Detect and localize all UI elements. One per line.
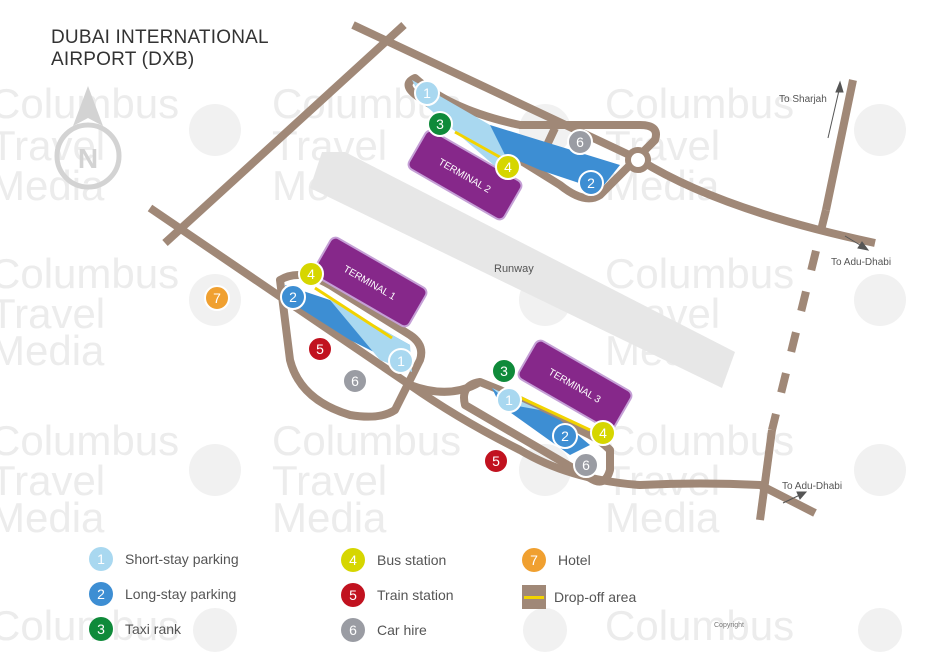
watermark-word-1g: Columbus — [272, 417, 461, 464]
legend-label-car-hire: Car hire — [377, 622, 427, 638]
marker-t3-long-stay[interactable]: 2 — [552, 423, 578, 449]
terminal-3[interactable]: TERMINAL 3 — [516, 338, 633, 431]
marker-t1-long-stay[interactable]: 2 — [280, 284, 306, 310]
arrow-sharjah-icon — [827, 85, 841, 139]
legend-label-hotel: Hotel — [558, 552, 591, 568]
svg-text:6: 6 — [576, 134, 584, 150]
north-arrow-icon: N — [54, 86, 122, 190]
marker-t2-car-hire[interactable]: 6 — [567, 129, 593, 155]
svg-text:5: 5 — [492, 453, 500, 469]
legend-badge-2: 2 — [89, 582, 113, 606]
legend-badge-5: 5 — [341, 583, 365, 607]
legend-item-car-hire: 6 Car hire — [341, 618, 427, 642]
marker-t2-bus[interactable]: 4 — [495, 154, 521, 180]
legend-badge-4: 4 — [341, 548, 365, 572]
to-abu-dhabi-lower-label: To Adu-Dhabi — [782, 481, 842, 492]
watermark-word-3g: Media — [272, 494, 387, 541]
watermark-word-1e: Columbus — [605, 250, 794, 297]
svg-text:2: 2 — [561, 428, 569, 444]
watermark-word-2: Travel — [0, 122, 105, 169]
marker-t2-long-stay[interactable]: 2 — [578, 170, 604, 196]
t2-short-stay-area — [412, 80, 520, 175]
map-markers: 1 3 4 6 2 4 2 7 5 1 6 3 1 2 4 6 5 — [204, 80, 616, 478]
dropoff-swatch-icon — [522, 585, 546, 609]
legend-item-train-station: 5 Train station — [341, 583, 454, 607]
marker-t3-car-hire[interactable]: 6 — [573, 452, 599, 478]
watermark-word-1d: Columbus — [0, 250, 179, 297]
runway-label: Runway — [494, 263, 534, 275]
map-title: DUBAI INTERNATIONAL AIRPORT (DXB) — [51, 27, 269, 71]
watermark-word-2d: Travel — [0, 290, 105, 337]
arrow-abu-dhabi-upper-head-icon — [857, 241, 870, 251]
svg-text:3: 3 — [436, 116, 444, 132]
roundabout — [625, 147, 651, 173]
map-title-line-2: AIRPORT (DXB) — [51, 49, 195, 70]
legend-label-bus-station: Bus station — [377, 552, 447, 568]
copyright: Copyright — [714, 622, 744, 629]
map-title-line-1: DUBAI INTERNATIONAL — [51, 27, 269, 48]
legend-badge-1: 1 — [89, 547, 113, 571]
legend-badge-7: 7 — [522, 548, 546, 572]
legend-item-bus-station: 4 Bus station — [341, 548, 446, 572]
legend-item-taxi-rank: 3 Taxi rank — [89, 617, 181, 641]
legend-badge-3: 3 — [89, 617, 113, 641]
watermark-word-3d: Media — [0, 327, 105, 374]
marker-t1-bus[interactable]: 4 — [298, 261, 324, 287]
watermark-word-1h: Columbus — [605, 417, 794, 464]
legend-label-long-stay: Long-stay parking — [125, 586, 237, 602]
svg-text:2: 2 — [587, 175, 595, 191]
marker-t1-train[interactable]: 5 — [307, 336, 333, 362]
svg-text:4: 4 — [504, 159, 512, 175]
watermark-word-1c: Columbus — [605, 80, 794, 127]
marker-t2-taxi[interactable]: 3 — [427, 111, 453, 137]
legend-label-short-stay: Short-stay parking — [125, 551, 239, 567]
watermark-word-1j: Columbus — [605, 602, 794, 649]
arrow-sharjah-head-icon — [835, 80, 844, 93]
compass-label: N — [78, 143, 98, 174]
svg-text:6: 6 — [582, 457, 590, 473]
marker-t2-short-stay[interactable]: 1 — [414, 80, 440, 106]
marker-t1-short-stay[interactable]: 1 — [388, 348, 414, 374]
watermark-word-2f: Travel — [0, 457, 105, 504]
marker-t1-car-hire[interactable]: 6 — [342, 368, 368, 394]
legend-item-short-stay: 1 Short-stay parking — [89, 547, 239, 571]
svg-text:1: 1 — [423, 85, 431, 101]
marker-t3-taxi[interactable]: 3 — [491, 358, 517, 384]
svg-text:1: 1 — [505, 392, 513, 408]
svg-text:5: 5 — [316, 341, 324, 357]
marker-t3-short-stay[interactable]: 1 — [496, 387, 522, 413]
arrow-abu-dhabi-lower-head-icon — [796, 491, 808, 500]
legend-label-train-station: Train station — [377, 587, 454, 603]
watermark-word-2c: Travel — [605, 122, 720, 169]
svg-text:2: 2 — [289, 289, 297, 305]
terminal-2[interactable]: TERMINAL 2 — [406, 128, 523, 221]
runway — [310, 152, 735, 388]
svg-text:3: 3 — [500, 363, 508, 379]
svg-text:6: 6 — [351, 373, 359, 389]
legend-item-dropoff: Drop-off area — [522, 585, 636, 609]
legend-item-hotel: 7 Hotel — [522, 548, 591, 572]
to-abu-dhabi-upper-label: To Adu-Dhabi — [831, 257, 891, 268]
watermark-word-1f: Columbus — [0, 417, 179, 464]
svg-text:4: 4 — [307, 266, 315, 282]
watermark-word-3h: Media — [605, 494, 720, 541]
to-sharjah-label: To Sharjah — [779, 94, 827, 105]
svg-text:1: 1 — [397, 353, 405, 369]
marker-hotel[interactable]: 7 — [204, 285, 230, 311]
legend-label-taxi-rank: Taxi rank — [125, 621, 182, 637]
svg-text:4: 4 — [599, 425, 607, 441]
terminal-1[interactable]: TERMINAL 1 — [311, 235, 428, 328]
direction-arrows — [782, 80, 870, 504]
watermark-word-3f: Media — [0, 494, 105, 541]
dropoff-lines — [314, 130, 591, 432]
watermark-word-2g: Travel — [272, 457, 387, 504]
marker-t3-train[interactable]: 5 — [483, 448, 509, 474]
legend-badge-6: 6 — [341, 618, 365, 642]
legend-label-dropoff: Drop-off area — [554, 589, 637, 605]
marker-t3-bus[interactable]: 4 — [590, 420, 616, 446]
legend-item-long-stay: 2 Long-stay parking — [89, 582, 236, 606]
svg-text:7: 7 — [213, 290, 221, 306]
